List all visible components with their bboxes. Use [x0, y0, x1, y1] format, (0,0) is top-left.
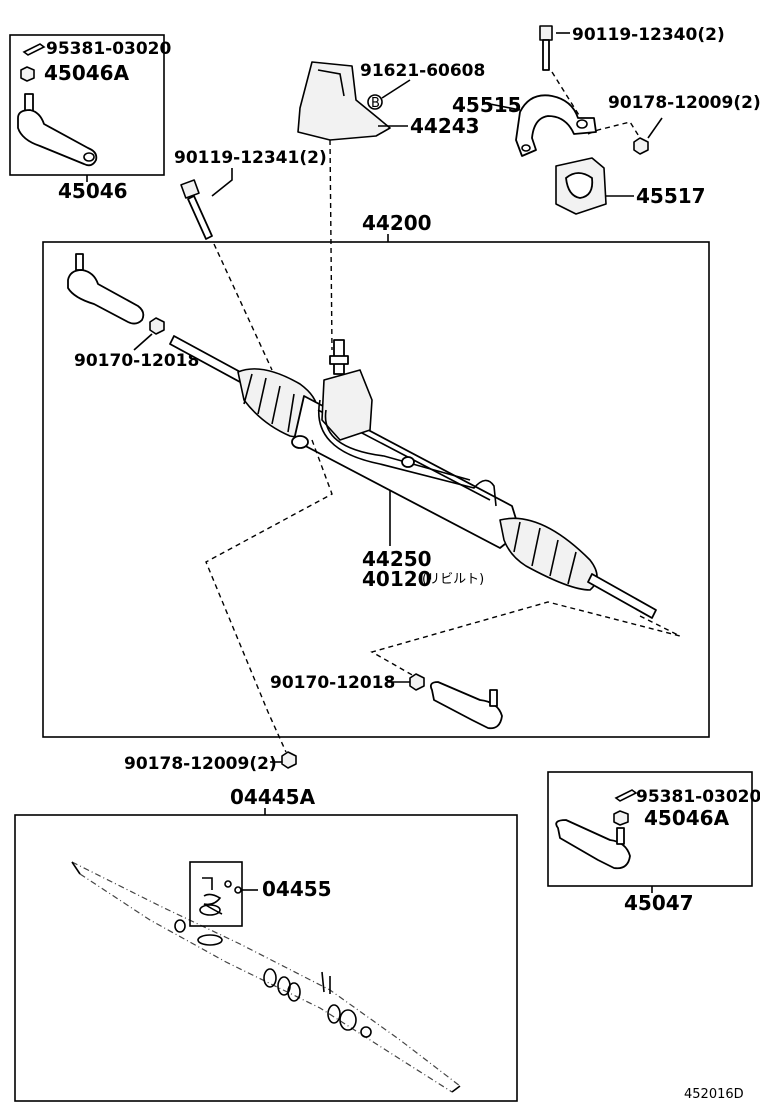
label-44243: 44243 — [410, 114, 480, 138]
nut-icon — [613, 810, 629, 826]
nut-icon — [409, 673, 425, 691]
nut-icon — [20, 66, 35, 82]
bolt-icon — [180, 179, 213, 240]
bushing-icon — [555, 157, 607, 215]
bolt-icon — [539, 25, 553, 71]
steering-gear-assy-44200: 44200 90170-12018 — [42, 211, 710, 753]
label-90178-12009-bottom: 90178-12009(2) — [124, 754, 277, 774]
label-90119-12340: 90119-12340(2) — [572, 25, 725, 45]
label-90119-12341: 90119-12341(2) — [174, 148, 327, 168]
label-90178-12009-top: 90178-12009(2) — [608, 93, 760, 113]
label-04455: 04455 — [262, 877, 332, 901]
label-44200: 44200 — [362, 211, 432, 235]
tie-rod-end-kit-45047: 95381-03020 45046A 45047 — [547, 771, 760, 915]
bracket-icon — [515, 94, 597, 157]
label-95381-03020-a: 95381-03020 — [46, 39, 172, 59]
label-45046: 45046 — [58, 179, 128, 203]
label-44250: 44250 — [362, 547, 432, 571]
label-45515: 45515 — [452, 93, 522, 117]
label-45517: 45517 — [636, 184, 706, 208]
label-rebuilt-note: (リビルト) — [422, 572, 484, 587]
label-45046a-a: 45046A — [44, 61, 130, 85]
stabilizer-bracket-group: 90119-12340(2) 45515 90178-12009(2) 4551… — [452, 25, 760, 215]
nut-icon — [149, 317, 165, 335]
steering-rack-icon — [169, 335, 657, 619]
tie-rod-end-icon — [429, 681, 503, 730]
tie-rod-end-kit-45046: 95381-03020 45046A 45046 — [9, 34, 172, 203]
bolt-group-12341: 90119-12341(2) — [174, 148, 327, 371]
tie-rod-end-icon — [17, 93, 98, 167]
box-45047 — [547, 771, 753, 887]
label-40120: 40120 — [362, 567, 432, 591]
gasket-kit-04445a: 04445A 04455 — [14, 785, 518, 1102]
heat-insulator-group: B 91621-60608 44243 — [297, 61, 485, 351]
label-95381-03020-b: 95381-03020 — [636, 787, 760, 807]
label-90170-12018-right: 90170-12018 — [270, 673, 395, 693]
box-04445a — [14, 814, 518, 1102]
box-44200 — [42, 241, 710, 738]
gasket-kit-icon — [71, 861, 461, 1093]
label-04445a: 04445A — [230, 785, 316, 809]
label-91621-60608: 91621-60608 — [360, 61, 485, 81]
nut-icon — [281, 751, 297, 769]
heat-insulator-icon — [297, 61, 391, 141]
label-45046a-b: 45046A — [644, 806, 730, 830]
boot-icon — [499, 517, 598, 591]
ref-b-circle — [367, 94, 383, 110]
diagram-id: 452016D — [684, 1087, 744, 1102]
label-45047: 45047 — [624, 891, 694, 915]
nut-icon — [633, 137, 649, 155]
tie-rod-end-icon — [67, 253, 145, 325]
ref-b: B — [371, 96, 380, 111]
cotter-pin-icon — [22, 43, 46, 56]
tie-rod-end-icon — [555, 819, 631, 870]
label-90170-12018-left: 90170-12018 — [74, 351, 199, 371]
cotter-pin-icon — [614, 789, 638, 802]
